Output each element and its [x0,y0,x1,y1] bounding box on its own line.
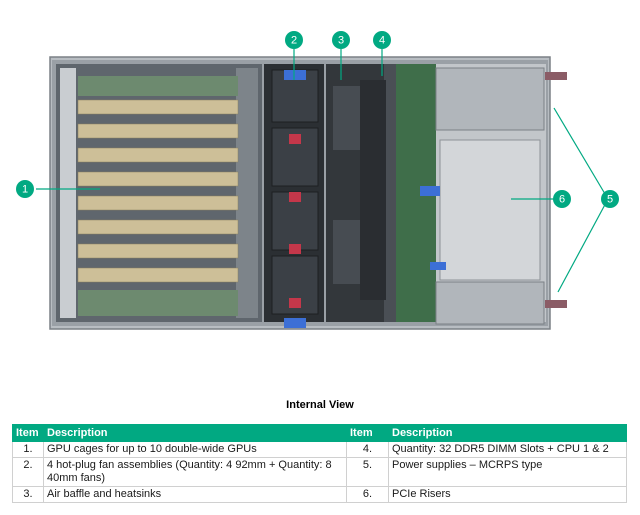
callout-power-supplies: 5 [601,190,619,208]
header-item-left: Item [12,424,44,442]
legend-item-description: 4 hot-plug fan assemblies (Quantity: 4 9… [43,457,347,487]
callout-dimm-slots: 4 [373,31,391,49]
legend-row: 2. 4 hot-plug fan assemblies (Quantity: … [12,457,627,487]
legend-item-description: Air baffle and heatsinks [43,486,347,503]
callout-marker [373,31,391,49]
gpu-cage-region [56,64,262,322]
callout-label: 3 [338,35,344,47]
motherboard-region [360,64,436,322]
legend-row: 1. GPU cages for up to 10 double-wide GP… [12,441,627,458]
callout-marker [16,180,34,198]
header-description-left: Description [43,424,347,442]
legend-item-description: GPU cages for up to 10 double-wide GPUs [43,441,347,458]
callout-marker [332,31,350,49]
callout-label: 6 [559,194,565,206]
legend-item-description: PCIe Risers [388,486,627,503]
callout-gpu-cages: 1 [16,180,34,198]
callout-label: 5 [607,194,613,206]
legend-item-description: Power supplies – MCRPS type [388,457,627,487]
legend-header-row: Item Description Item Description [12,424,627,442]
server-internal-view-diagram: 1 2 3 4 5 6 [16,31,619,330]
callout-marker [285,31,303,49]
callout-marker [553,190,571,208]
callout-air-baffle: 3 [332,31,350,49]
legend-item-number: 5. [346,457,389,487]
legend-item-number: 2. [12,457,44,487]
figure-caption: Internal View [286,399,354,411]
legend-item-number: 1. [12,441,44,458]
callout-pcie-risers: 6 [553,190,571,208]
legend-item-number: 3. [12,486,44,503]
header-description-right: Description [388,424,627,442]
legend-item-number: 4. [346,441,389,458]
header-item-right: Item [346,424,389,442]
legend-row: 3. Air baffle and heatsinks 6. PCIe Rise… [12,486,627,503]
fan-assembly-bay [264,64,324,328]
callout-marker [601,190,619,208]
power-supply-region [435,67,567,325]
callout-label: 2 [291,35,297,47]
legend-table: Item Description Item Description 1. GPU… [12,424,627,503]
callout-label: 4 [379,35,385,47]
callout-label: 1 [22,184,28,196]
legend-item-number: 6. [346,486,389,503]
callout-fan-assemblies: 2 [285,31,303,49]
legend-item-description: Quantity: 32 DDR5 DIMM Slots + CPU 1 & 2 [388,441,627,458]
